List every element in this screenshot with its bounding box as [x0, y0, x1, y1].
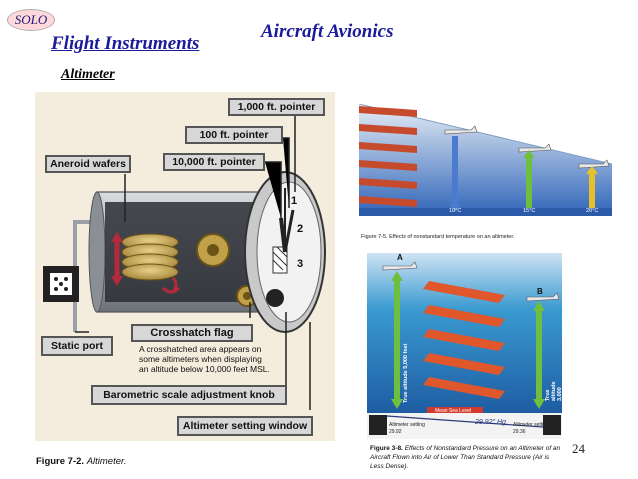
figure-7-2-caption: Figure 7-2. Altimeter. [36, 456, 126, 467]
temperature-illustration [358, 103, 613, 216]
true-altitude-left-label: True altitude 5,000 feet [403, 343, 409, 403]
label-static-port: Static port [41, 336, 113, 356]
right-altimeter-setting-label: Altimeter setting [513, 422, 549, 428]
temperature-effects-diagram: 10°C 15°C 20°C [358, 103, 613, 216]
section-heading: Altimeter [61, 67, 115, 82]
baseline-pressure-label: 29.92" Hg [475, 419, 506, 426]
temperature-label-right: 20°C [586, 208, 599, 214]
label-crosshatch-flag-text: Crosshatch flag [150, 327, 234, 339]
crosshatch-callout: Crosshatch flag A crosshatched area appe… [131, 324, 270, 376]
pressure-illustration [367, 253, 562, 439]
point-a-label: A [397, 253, 403, 262]
label-barometric-knob-text: Barometric scale adjustment knob [103, 389, 275, 401]
pressure-effects-diagram: A B True altitude 5,000 feet True altitu… [367, 253, 569, 439]
figure-7-2-number: Figure 7-2. [36, 456, 85, 467]
figure-3-8-caption: Figure 3-8. Effects of Nonstandard Press… [370, 444, 570, 471]
crosshatch-desc-line: some altimeters when displaying [139, 354, 262, 364]
label-1000ft-pointer-text: 1,000 ft. pointer [237, 101, 316, 113]
figure-3-8-line: Less Dense). [370, 463, 409, 470]
crosshatch-desc-line: A crosshatched area appears on [139, 344, 262, 354]
figure-3-8-number: Figure 3-8. [370, 445, 403, 452]
solo-badge-text: SOLO [14, 12, 48, 27]
figure-3-8-line: Effects of Nonstandard Pressure on an Al… [404, 445, 561, 452]
label-100ft-pointer: 100 ft. pointer [185, 126, 283, 144]
solo-badge: SOLO [7, 9, 55, 31]
label-1000ft-pointer: 1,000 ft. pointer [228, 98, 325, 116]
dial-number-1: 1 [291, 195, 297, 207]
slide-title: Aircraft Avionics [261, 21, 394, 42]
figure-3-8-line: Aircraft Flown into Air of Lower Than St… [370, 454, 550, 461]
label-100ft-pointer-text: 100 ft. pointer [199, 129, 269, 141]
left-altimeter-setting-label: Altimeter setting [389, 422, 425, 428]
label-aneroid-wafers-text: Aneroid wafers [50, 158, 126, 170]
figure-7-2-text: Altimeter. [86, 456, 127, 467]
label-aneroid-wafers: Aneroid wafers [45, 155, 131, 173]
label-barometric-knob: Barometric scale adjustment knob [91, 385, 287, 405]
altimeter-diagram: 1 2 3 1,000 ft. pointer 100 ft. pointer … [35, 92, 335, 441]
true-altitude-right-label: True altitude 3,000 feet [545, 381, 569, 401]
label-10000ft-pointer-text: 10,000 ft. pointer [172, 156, 256, 168]
dial-number-2: 2 [297, 223, 303, 235]
crosshatch-desc-line: an altitude below 10,000 feet MSL. [139, 364, 270, 374]
label-setting-window: Altimeter setting window [177, 416, 313, 436]
dial-number-3: 3 [297, 258, 303, 270]
label-static-port-text: Static port [51, 340, 103, 352]
temperature-label-middle: 15°C [523, 208, 536, 214]
page-number: 24 [572, 441, 585, 456]
label-setting-window-text: Altimeter setting window [182, 420, 308, 432]
mean-sea-level-label: Mean Sea Level [435, 408, 472, 414]
altimeter-cutaway-illustration: 1 2 3 [43, 116, 326, 410]
slide-subtitle: Flight Instruments [51, 33, 200, 54]
left-altimeter-setting-value: 29.92 [389, 429, 402, 435]
temperature-label-left: 10°C [449, 208, 462, 214]
crosshatch-description: A crosshatched area appears on some alti… [139, 344, 279, 374]
point-b-label: B [537, 287, 543, 296]
figure-7-5-caption: Figure 7-5. Effects of nonstandard tempe… [361, 234, 515, 240]
label-10000ft-pointer: 10,000 ft. pointer [163, 153, 265, 171]
label-crosshatch-flag: Crosshatch flag [131, 324, 253, 342]
right-altimeter-setting-value: 29.36 [513, 429, 526, 435]
